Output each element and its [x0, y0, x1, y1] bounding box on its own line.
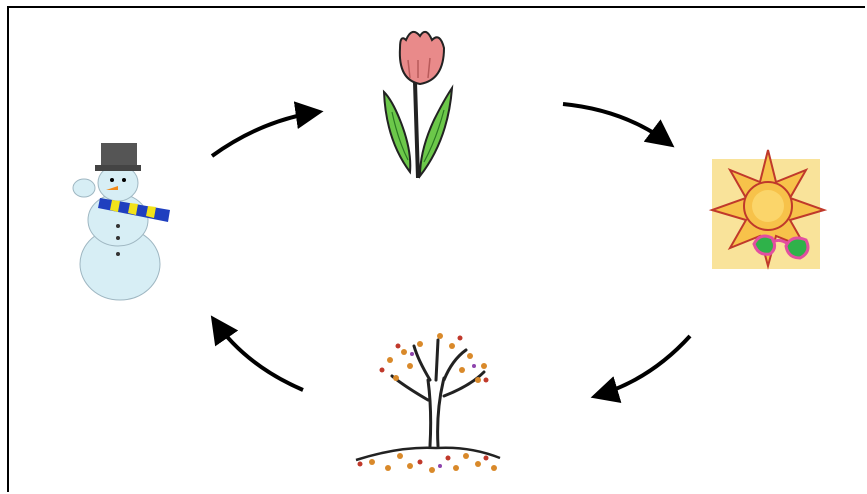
- arrow-winter-to-spring: [212, 112, 318, 156]
- snowman-icon: [73, 143, 170, 300]
- arrow-summer-to-autumn: [596, 336, 690, 396]
- arrow-spring-to-summer: [563, 104, 670, 144]
- sun-sunglasses-icon: [712, 150, 824, 269]
- autumn-tree-icon: [356, 333, 500, 473]
- arrow-autumn-to-winter: [214, 320, 303, 390]
- tulip-icon: [384, 32, 452, 178]
